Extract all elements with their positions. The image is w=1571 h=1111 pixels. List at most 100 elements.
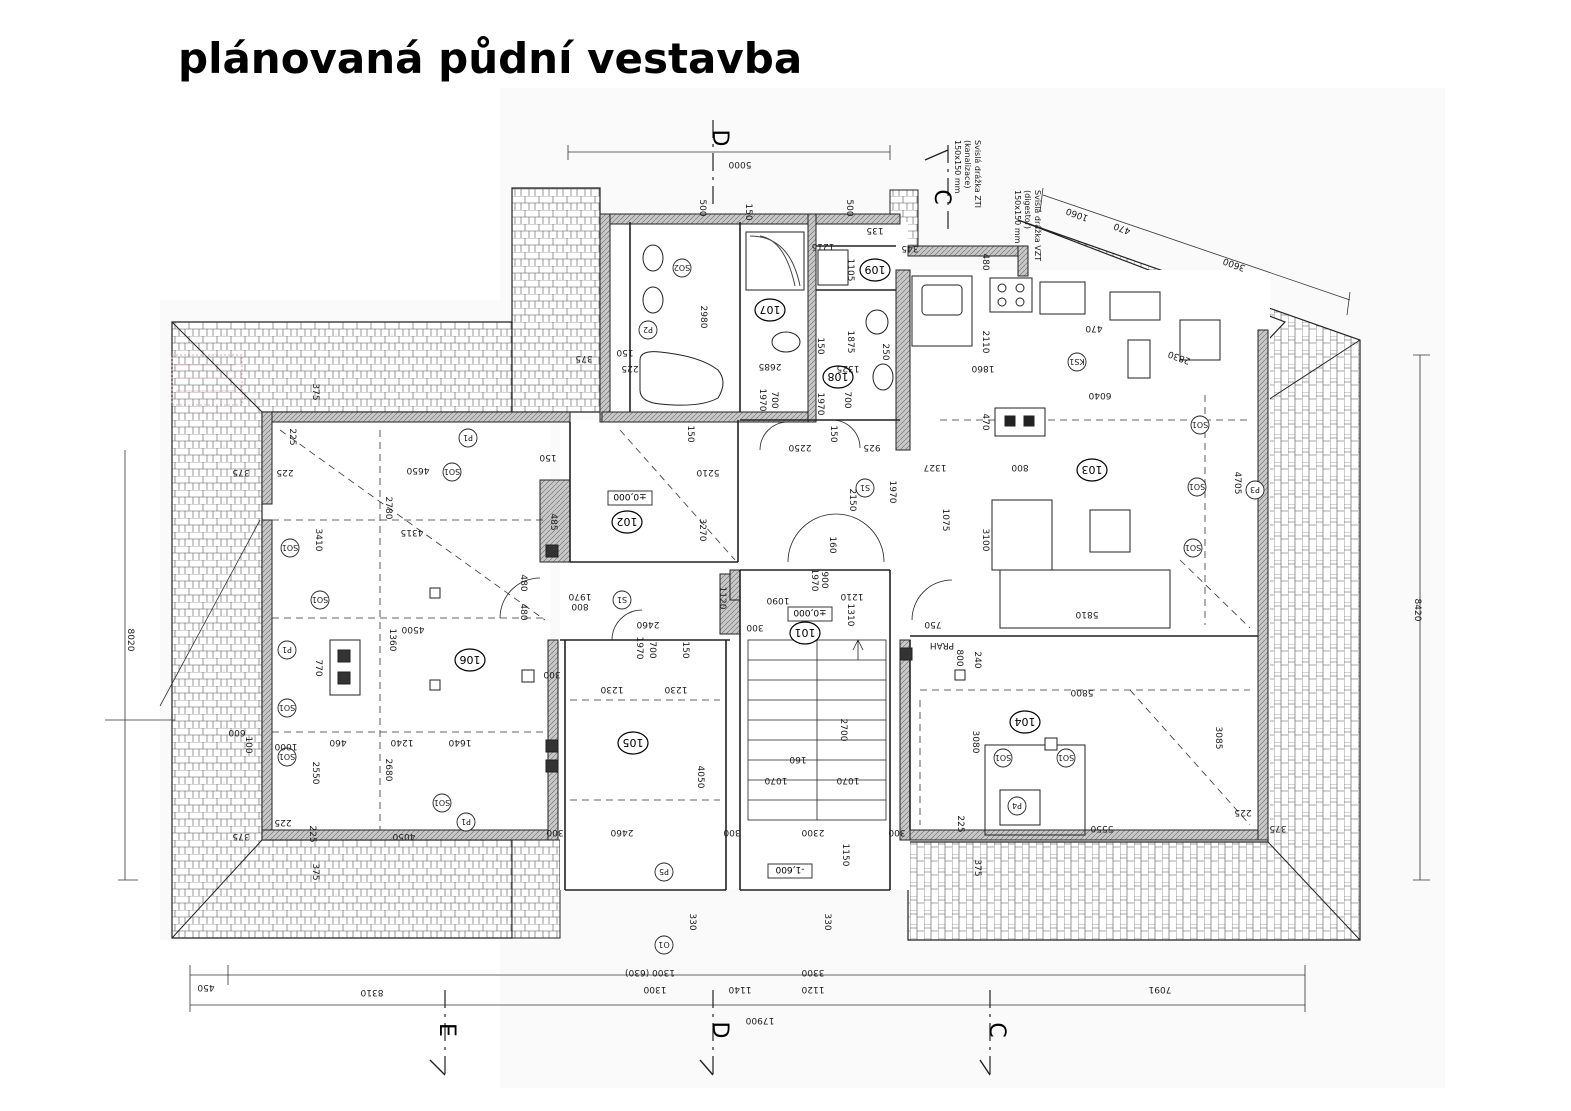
dimension-text: 250: [880, 343, 890, 360]
dimension-text: 1970: [568, 591, 591, 601]
fixture-code-text: SO1: [434, 798, 450, 807]
dimension-text: 460: [329, 737, 346, 747]
room-label: 108: [822, 365, 854, 389]
dimension-text: 1215: [812, 241, 835, 251]
fixture-code-text: P4: [1012, 801, 1022, 810]
fixture-code-text: P1: [461, 817, 471, 826]
fixture-circle: [855, 478, 875, 498]
dimension-text: 450: [197, 982, 214, 992]
door-swings: [499, 419, 953, 641]
dimension-text: 225: [276, 467, 293, 477]
fixture-circle: [277, 747, 297, 767]
dimension-text: 2780: [383, 497, 393, 520]
dimension-text: 375: [310, 863, 320, 880]
room-label: 102: [611, 510, 643, 534]
fixture-circle: [1007, 796, 1027, 816]
dimension-text: 925: [863, 442, 880, 452]
kitchen: [911, 275, 1221, 629]
fixture-code-text: SO1: [282, 543, 298, 552]
fixture-code-text: SO1: [1189, 482, 1205, 491]
dimension-text: 1970: [809, 569, 819, 592]
dimension-text: 5000: [728, 159, 751, 169]
cooktop: [989, 277, 1033, 313]
dimension-text: 3100: [980, 529, 990, 552]
dimension-text: 150: [828, 425, 838, 442]
fixture-circle: [993, 748, 1013, 768]
dimension-text: 600: [228, 727, 245, 737]
dimension-text: 1327: [924, 462, 947, 472]
section-mark: C: [929, 189, 954, 204]
room-number: 109: [865, 263, 886, 276]
fixture-circle: [1190, 415, 1210, 435]
room-label: 105: [617, 731, 649, 755]
dimension-text: 800: [571, 601, 588, 611]
level-box: [787, 606, 833, 622]
note-line: Svislá drážka VZT: [1033, 190, 1042, 261]
dashed-projection: [272, 395, 1251, 830]
dimension-text: 1150: [840, 844, 850, 867]
sink: [921, 284, 963, 316]
dimension-text: 135: [866, 225, 883, 235]
note-line: (digestoř): [1023, 190, 1032, 229]
dimension-text: 225: [1234, 807, 1251, 817]
note-line: Svislá drážka ZTI: [973, 140, 982, 208]
dimension-text: 7091: [1149, 984, 1172, 994]
washbasin-107: [771, 331, 801, 353]
dimension-text: 225: [274, 817, 291, 827]
fixture-circle: [1056, 748, 1076, 768]
dimension-text: 470: [980, 413, 990, 430]
dimension-text: 3300: [801, 967, 824, 977]
dimension-text: 300: [723, 827, 740, 837]
dimension-text: 1070: [764, 775, 787, 785]
stairs: [747, 639, 887, 821]
dimension-text: 3410: [313, 529, 323, 552]
dimension-text: 1140: [728, 984, 751, 994]
room-label: 107: [754, 298, 786, 322]
fixture-code-text: SO1: [1185, 543, 1201, 552]
dimension-text: 4650: [406, 465, 429, 475]
fixture-codes: SO1P1SO1SO1P1SO1SO1SO1P1SO2P2S1S1KS1SO1S…: [277, 258, 1265, 955]
room-number: 107: [760, 303, 781, 316]
dimension-text: 4050: [695, 766, 705, 789]
dimension-text: 8020: [125, 629, 135, 652]
fixture-code-text: SO1: [995, 753, 1011, 762]
fixture-code: SO1: [1187, 477, 1207, 497]
dimension-text: 150: [815, 337, 825, 354]
fixture-code-text: SO1: [1058, 753, 1074, 762]
dimension-text: 1240: [390, 737, 413, 747]
dimension-text: 225: [287, 428, 297, 445]
level-mark: ±0,000: [787, 606, 833, 622]
fixture-code: O1: [654, 935, 674, 955]
toilet-108: [865, 309, 889, 335]
dimension-text: 2110: [980, 331, 990, 354]
dimension-text: 300: [543, 669, 560, 679]
dimension-text: 1970: [887, 481, 897, 504]
vent-squares: [329, 544, 1086, 836]
dimension-text: 800: [954, 649, 964, 666]
dimension-text: 2460: [610, 827, 633, 837]
room-label: 106: [454, 648, 486, 672]
fixture-code-text: P3: [1250, 485, 1260, 494]
dimension-text: 375: [310, 383, 320, 400]
dimension-text: 3080: [970, 731, 980, 754]
dimension-text: 4050: [392, 831, 415, 841]
dimension-text: 160: [827, 536, 837, 553]
dimension-text: 485: [548, 513, 558, 530]
dimension-text: 2685: [759, 361, 782, 371]
fixture-circle: [1067, 352, 1087, 372]
level-box: [607, 490, 653, 506]
dimension-text: 1970: [634, 637, 644, 660]
note: Svislá drážka VZT(digestoř)150x150 mm: [1013, 190, 1042, 261]
fixture-code-text: SO1: [279, 703, 295, 712]
section-mark: D: [707, 1022, 732, 1039]
dimension-text: 1075: [940, 509, 950, 532]
fixture-circle: [277, 698, 297, 718]
dimension-text: 1875: [845, 331, 855, 354]
room-number: 106: [460, 653, 481, 666]
fixture-code-text: P2: [643, 325, 653, 334]
dimension-text: 5210: [696, 467, 719, 477]
dimension-text: 240: [972, 651, 982, 668]
fixture-code-text: P5: [659, 867, 669, 876]
page-title: plánovaná půdní vestavba: [178, 34, 803, 83]
